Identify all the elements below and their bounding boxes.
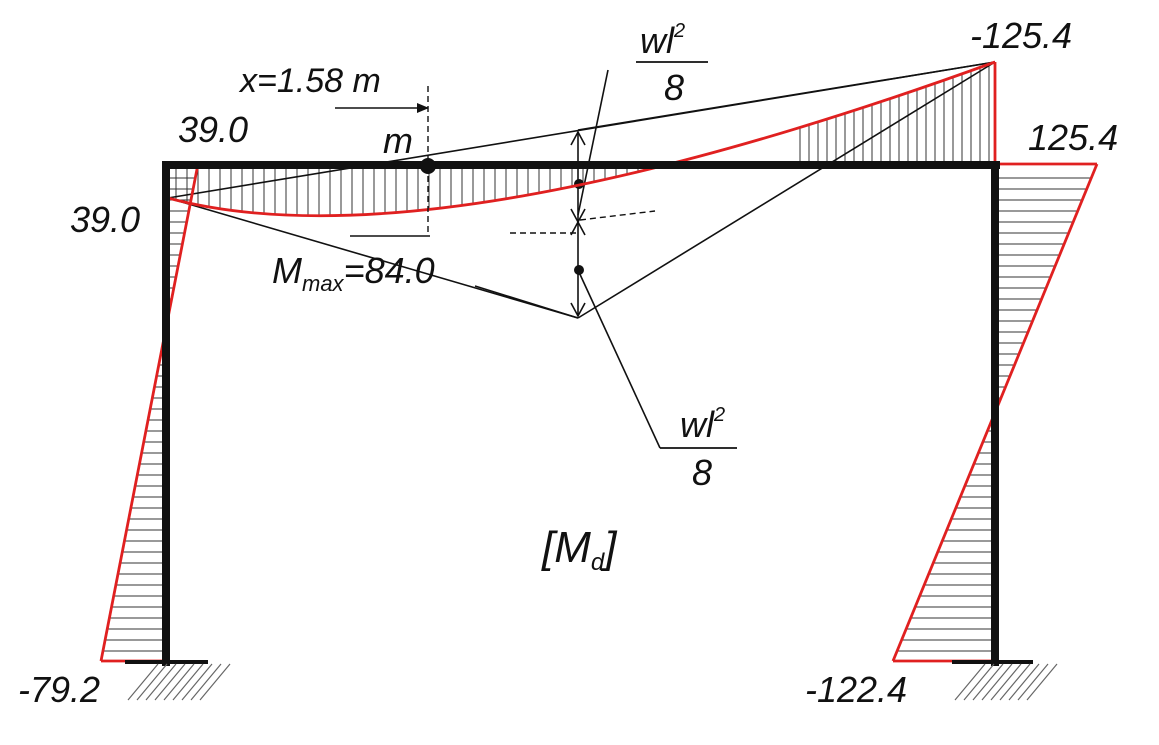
right-support-hatch-line: [1026, 663, 1058, 701]
label-point-m: m: [383, 120, 413, 161]
wl2-lower-line: [577, 61, 996, 319]
right-support-hatch-line: [1008, 663, 1040, 701]
left-support-hatch-line: [181, 663, 213, 701]
formula-top-exponent: 2: [673, 20, 685, 42]
mmax-value: =84.0: [344, 250, 435, 291]
label-left-column-base: -79.2: [18, 669, 100, 710]
point-m-dot: [420, 158, 436, 174]
right-support-hatch-line: [999, 663, 1031, 701]
title-bracket-open: [: [541, 523, 558, 572]
left-support-hatch-line: [127, 663, 159, 701]
formula-bottom-denominator: 8: [692, 452, 712, 493]
mmax-subscript: max: [302, 271, 345, 296]
title-main: M: [554, 523, 591, 572]
left-support-hatch-line: [154, 663, 186, 701]
beam-dashed-curve: [579, 210, 656, 221]
left-support-hatch-line: [136, 663, 168, 701]
formula-top-leader: [577, 69, 609, 216]
wl2-upper-line: [577, 61, 996, 131]
left-support-hatch-line: [190, 663, 222, 701]
frame: [162, 161, 1000, 666]
formula-top-numerator: wl2: [640, 20, 685, 61]
dashed-helpers: [427, 86, 656, 235]
wl2-left-line: [167, 197, 579, 319]
right-support-hatch-line: [963, 663, 995, 701]
right-support-hatch-line: [954, 663, 986, 701]
right-support-hatch-line: [1017, 663, 1049, 701]
lower-arrowhead-bottom: [570, 302, 586, 318]
right-support-hatch-line: [981, 663, 1013, 701]
lower-arrowhead-top: [570, 220, 586, 236]
beam-moment-parabola: [167, 60, 996, 218]
formula-bottom-exponent: 2: [713, 404, 725, 426]
upper-arrowhead-top: [570, 130, 586, 146]
right-support-hatching: [954, 663, 1058, 701]
mmax-leader-diagonal: [474, 285, 579, 319]
formula-bottom-leader: [577, 269, 661, 449]
title-subscript: d: [591, 549, 605, 576]
left-support-hatch-line: [145, 663, 177, 701]
label-x-position: x=1.58 m: [238, 62, 381, 100]
construction-lines: [167, 61, 996, 449]
right-support-hatch-line: [990, 663, 1022, 701]
formula-bottom: wl2 8: [660, 404, 737, 493]
label-top-right-corner: -125.4: [970, 15, 1072, 56]
dimension-dot-lower: [574, 265, 584, 275]
label-left-column-top: 39.0: [70, 199, 140, 240]
right-support-hatch-line: [972, 663, 1004, 701]
left-support-hatch-line: [163, 663, 195, 701]
supports: [125, 660, 1058, 701]
formula-top: wl2 8: [636, 20, 708, 108]
mmax-main: M: [272, 250, 302, 291]
title-bracket-close: ]: [600, 523, 618, 572]
wl2-dimension-arrows: [570, 130, 586, 318]
formula-top-denominator: 8: [664, 67, 684, 108]
left-support-hatch-line: [199, 663, 231, 701]
label-right-column-top: 125.4: [1028, 117, 1118, 158]
label-left-beam-end: 39.0: [178, 109, 248, 150]
diagram-title: [Md]: [541, 523, 618, 576]
label-mmax: Mmax=84.0: [272, 250, 435, 296]
formula-bottom-numerator: wl2: [680, 404, 725, 445]
label-right-column-base: -122.4: [805, 669, 907, 710]
left-support-hatch-line: [172, 663, 204, 701]
left-column-moment-line: [99, 163, 200, 662]
left-support-hatching: [127, 663, 231, 701]
